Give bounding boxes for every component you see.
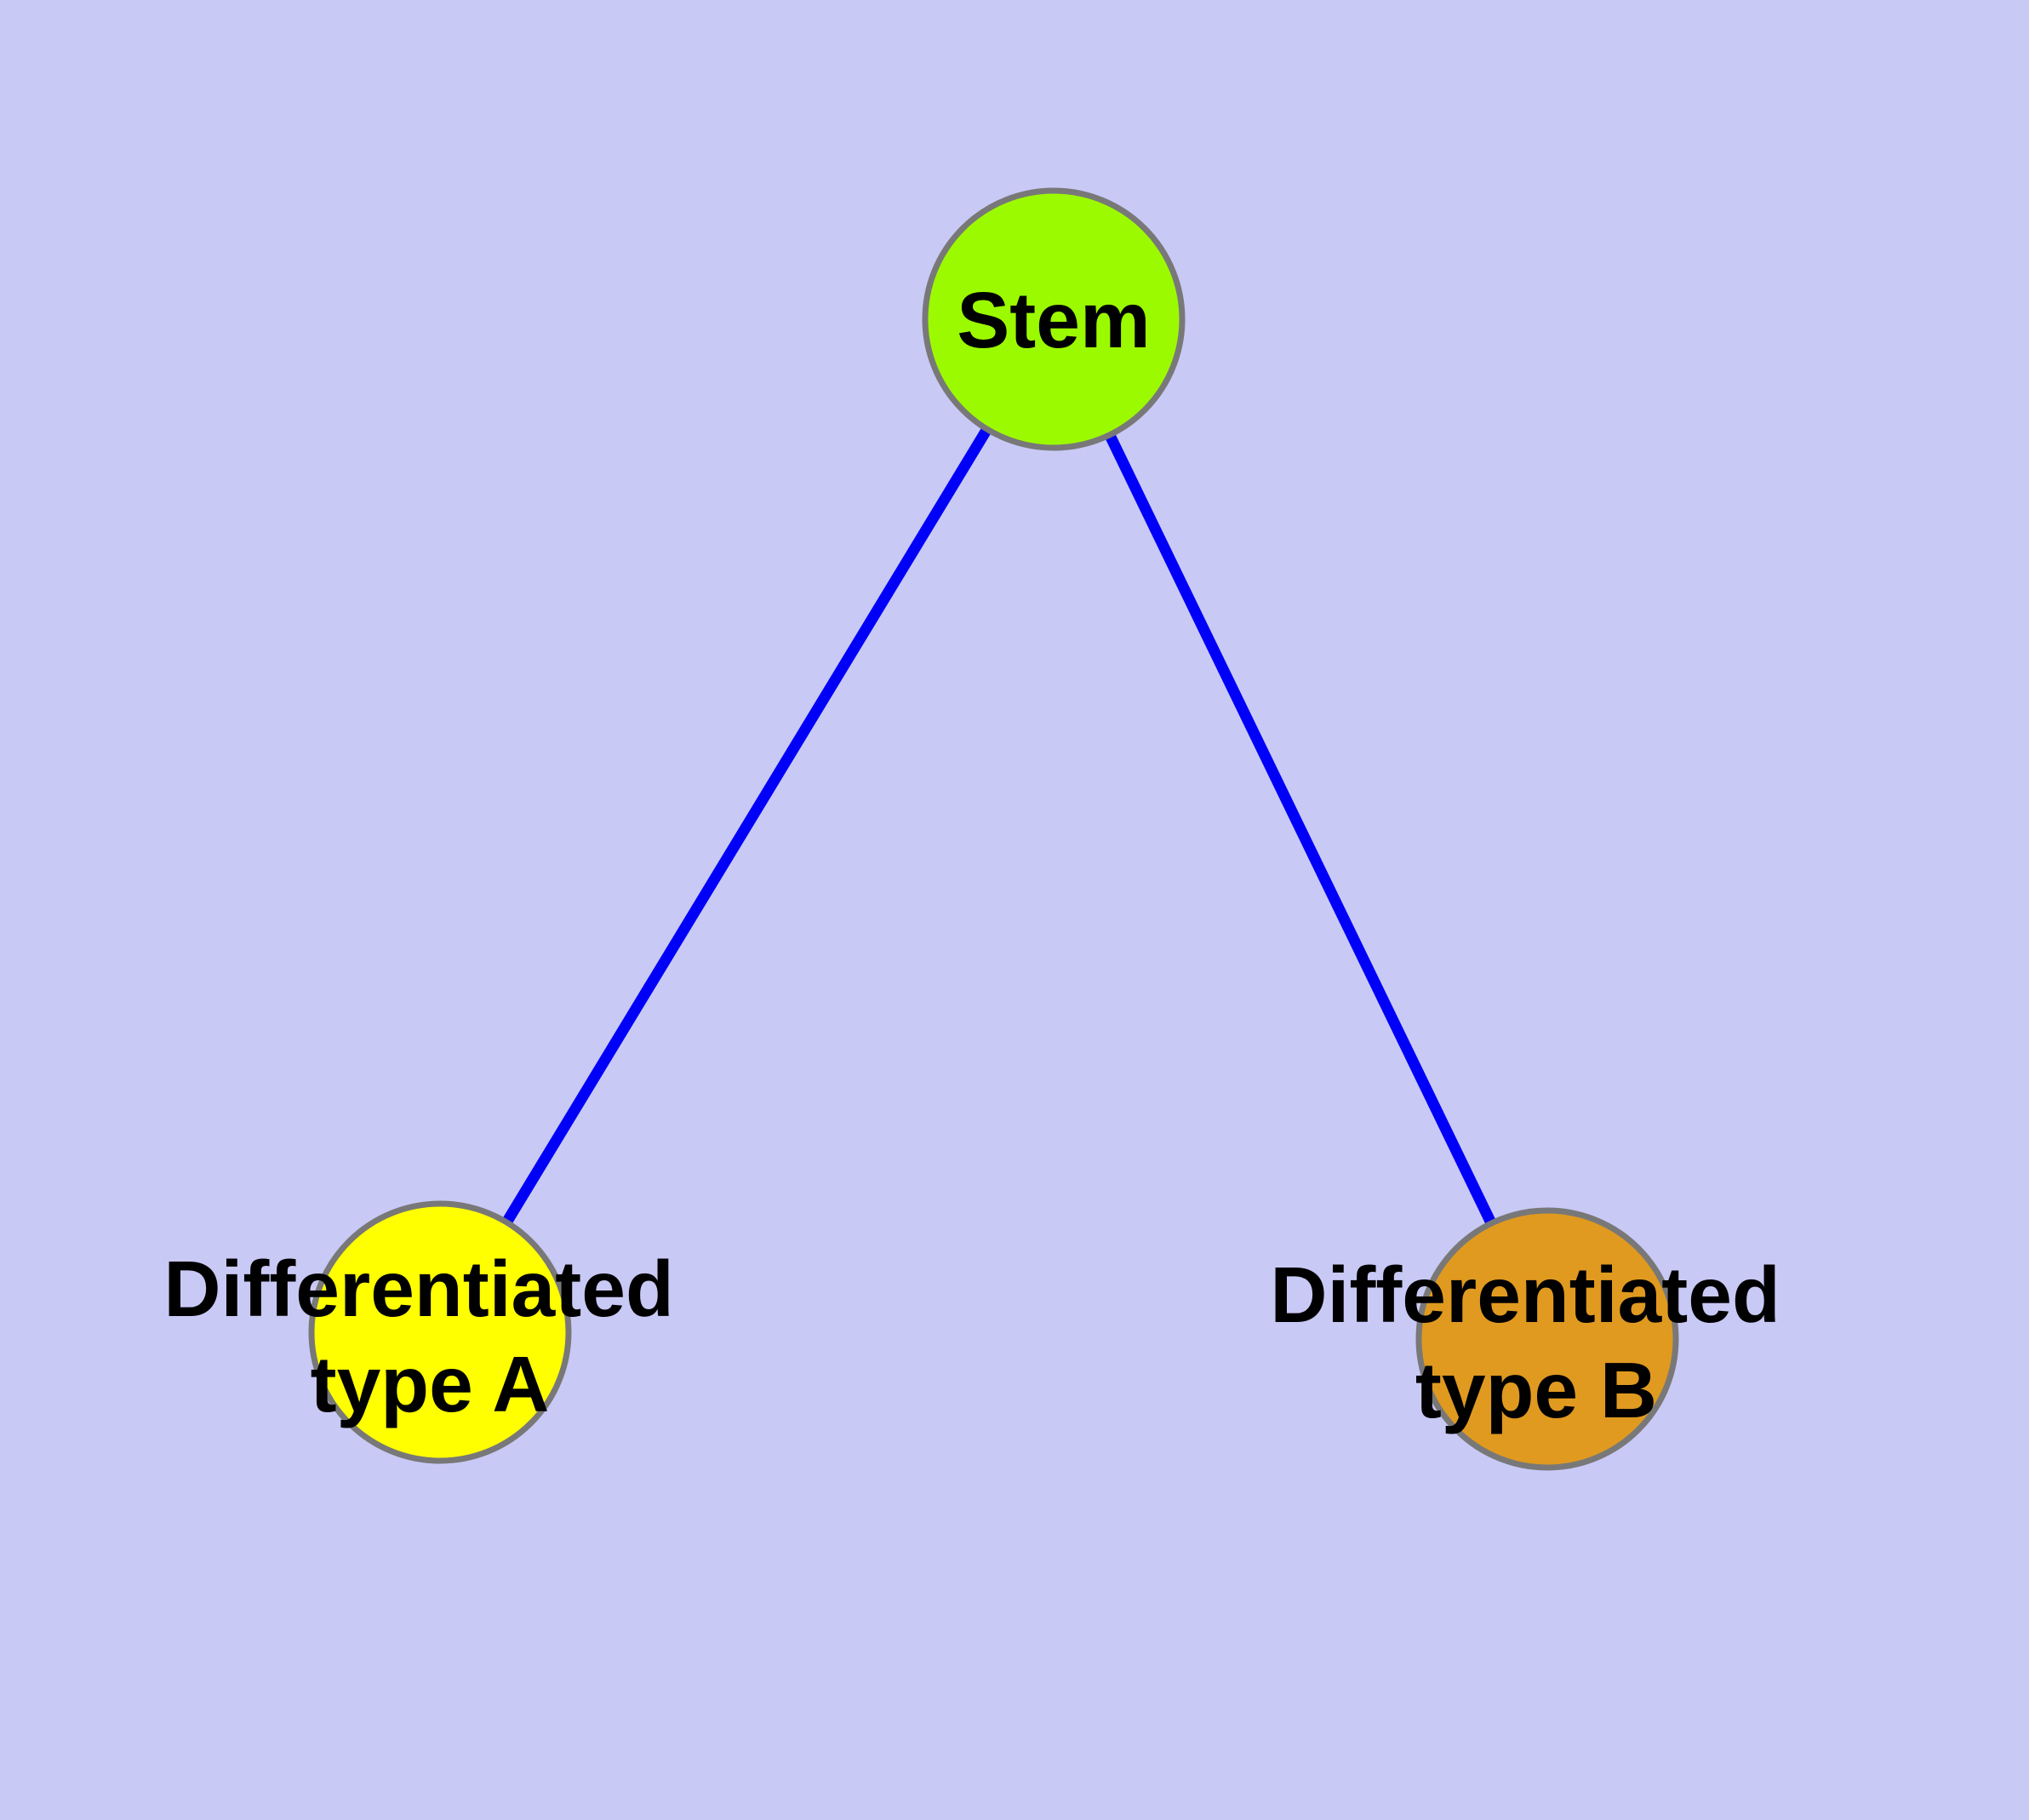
node-differentiated-type-a-label-line1: Differentiated	[163, 1245, 673, 1333]
edge-stem-to-type-a	[435, 316, 1059, 1336]
node-stem	[922, 187, 1186, 451]
node-differentiated-type-b-label-line2: type B	[1415, 1346, 1657, 1434]
node-differentiated-type-b	[1415, 1207, 1679, 1471]
node-differentiated-type-a	[308, 1200, 572, 1464]
edge-stem-to-type-b	[1049, 317, 1552, 1342]
node-differentiated-type-b-label: Differentiated type B	[1270, 1251, 1802, 1434]
node-differentiated-type-a-label: Differentiated type A	[163, 1245, 695, 1428]
node-differentiated-type-a-label-line2: type A	[311, 1340, 550, 1428]
node-stem-label: Stem	[957, 276, 1150, 364]
node-differentiated-type-b-label-line1: Differentiated	[1270, 1251, 1780, 1339]
